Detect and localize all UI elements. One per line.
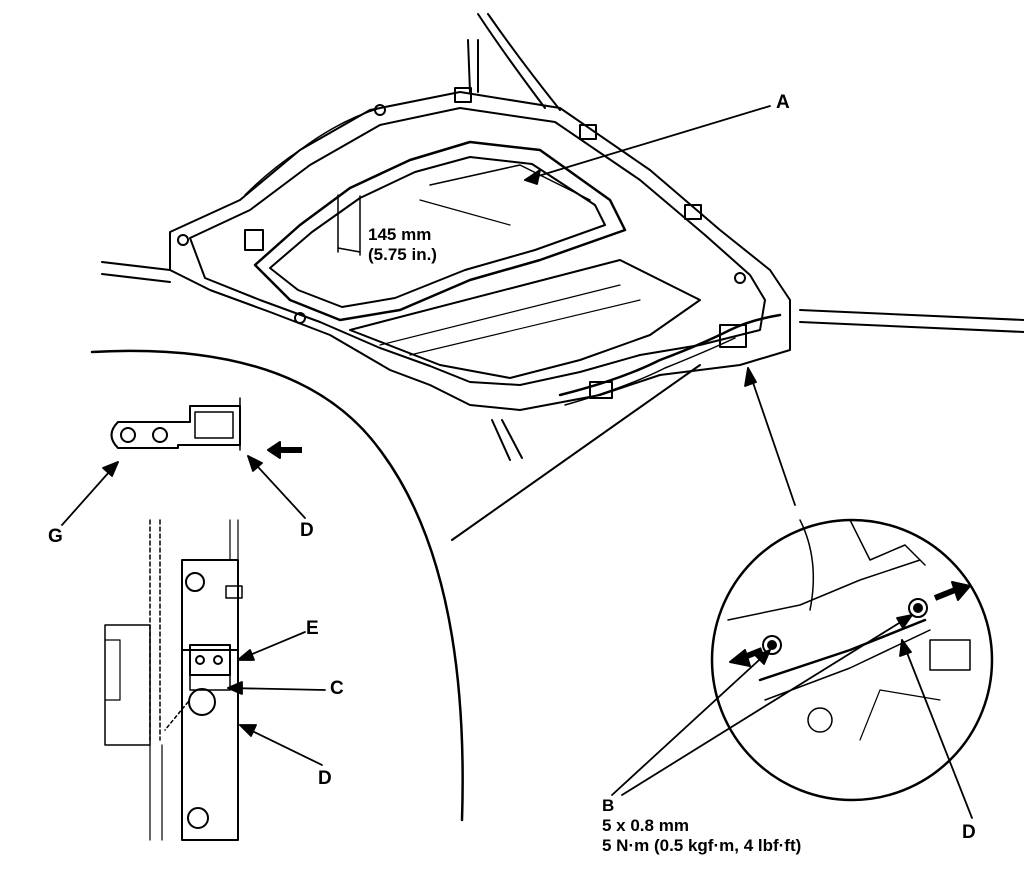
- callout-d-right: D: [962, 822, 976, 843]
- callout-leaders: [61, 105, 973, 819]
- callout-e: E: [306, 618, 319, 639]
- dimension-metric: 145 mm: [368, 225, 432, 244]
- bracket-detail: [104, 397, 302, 841]
- callout-d-mid: D: [318, 768, 332, 789]
- headliner-assembly: [101, 13, 1024, 461]
- callout-g: G: [48, 526, 63, 547]
- detail-arc: [90, 349, 464, 822]
- fastener-torque: 5 N·m (0.5 kgf·m, 4 lbf·ft): [602, 836, 802, 855]
- fastener-spec: B 5 x 0.8 mm 5 N·m (0.5 kgf·m, 4 lbf·ft): [602, 796, 801, 856]
- callout-c: C: [330, 678, 344, 699]
- callout-d-top: D: [300, 520, 314, 541]
- callout-a: A: [776, 92, 790, 113]
- fastener-size: 5 x 0.8 mm: [602, 816, 689, 835]
- dimension-label: 145 mm (5.75 in.): [368, 225, 437, 265]
- callout-b: B: [602, 796, 615, 815]
- detail-leader-line: [451, 364, 701, 541]
- dimension-imperial: (5.75 in.): [368, 245, 437, 264]
- magnified-view: [710, 518, 994, 802]
